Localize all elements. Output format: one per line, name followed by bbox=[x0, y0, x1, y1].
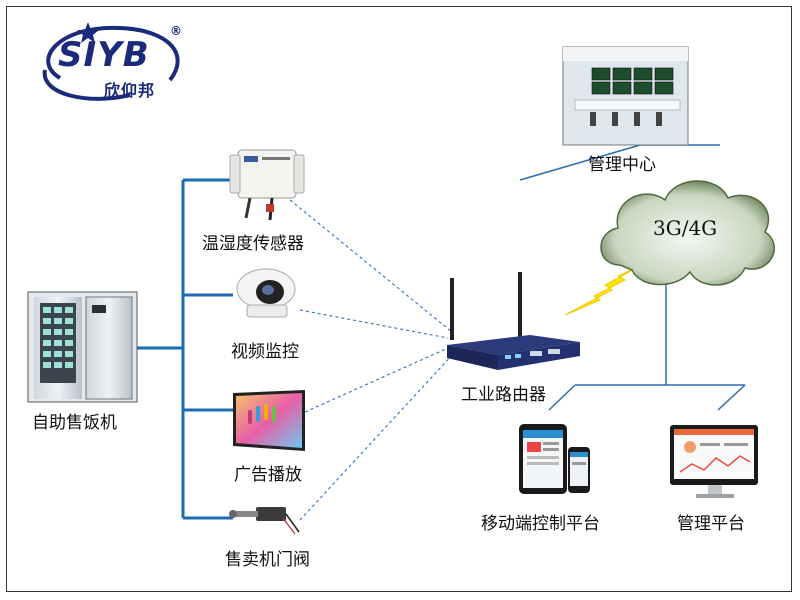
label-management-platform: 管理平台 bbox=[677, 514, 745, 534]
label-vending-door-valve: 售卖机门阀 bbox=[225, 550, 310, 570]
label-vending-machine: 自助售饭机 bbox=[32, 413, 117, 433]
label-mobile-platform: 移动端控制平台 bbox=[481, 514, 600, 534]
logo-name: 欣仰邦 bbox=[104, 81, 156, 100]
logo-registered: ® bbox=[170, 24, 182, 38]
logo-mark: SIYB bbox=[58, 35, 150, 75]
label-video-monitor: 视频监控 bbox=[231, 342, 299, 362]
door-valve-image bbox=[229, 507, 300, 535]
mobile-devices-image bbox=[519, 424, 590, 494]
lightning-icon bbox=[564, 265, 641, 316]
bus-lines bbox=[137, 178, 233, 520]
label-temp-humidity-sensor: 温湿度传感器 bbox=[202, 234, 304, 254]
label-network: 3G/4G bbox=[653, 216, 718, 240]
monitor-image bbox=[670, 425, 758, 498]
label-industrial-router: 工业路由器 bbox=[461, 385, 546, 405]
dome-camera-image bbox=[236, 268, 296, 318]
control-room-image bbox=[562, 46, 689, 146]
label-ad-playback: 广告播放 bbox=[234, 465, 302, 485]
router-image bbox=[447, 272, 580, 370]
cloud-icon bbox=[600, 180, 775, 286]
star-icon bbox=[77, 22, 99, 43]
ad-screen-image bbox=[233, 390, 305, 451]
wan-links bbox=[519, 144, 746, 411]
diagram-frame bbox=[6, 6, 792, 592]
sensor-image bbox=[229, 149, 305, 221]
vending-machine-image bbox=[27, 291, 138, 403]
label-management-center: 管理中心 bbox=[588, 155, 656, 175]
wireless-links bbox=[289, 199, 456, 521]
company-logo bbox=[42, 22, 180, 101]
